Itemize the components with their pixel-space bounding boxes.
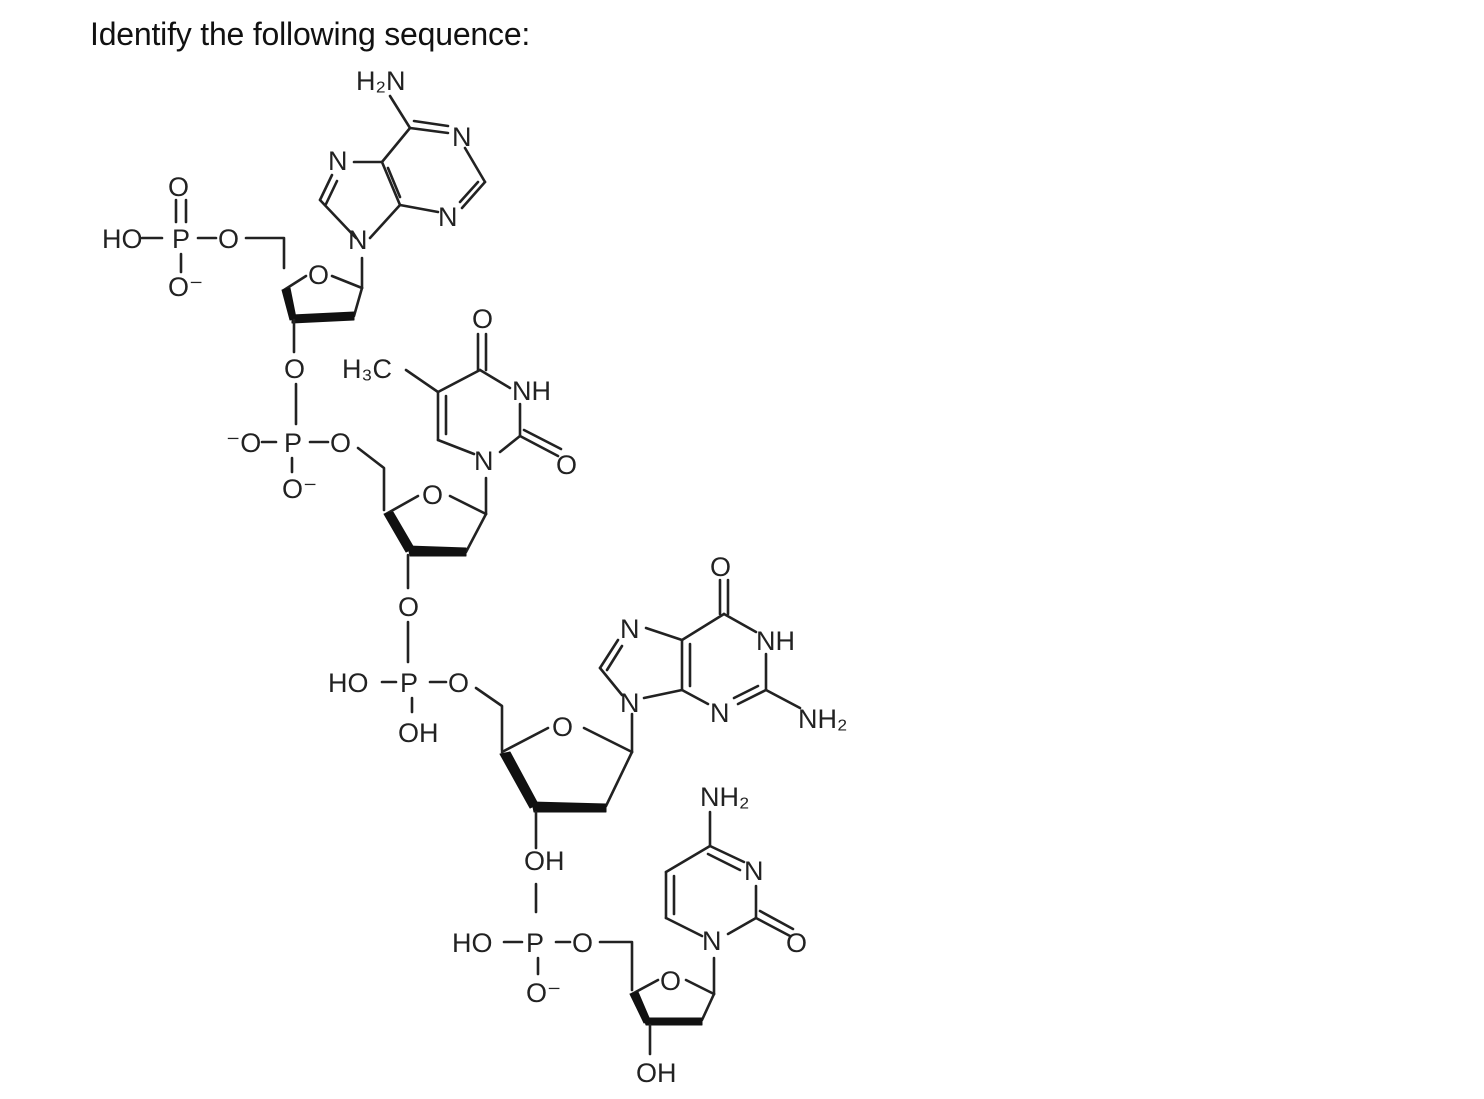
imine-label: NH [512, 376, 551, 406]
carbonyl-oxygen-label: O [710, 552, 731, 582]
nitrogen-label: N [744, 856, 764, 886]
amine-label: NH₂ [700, 782, 749, 812]
nitrogen-label: N [710, 698, 730, 728]
nitrogen-label: N [474, 446, 494, 476]
hydroxyl-label: HO [452, 928, 493, 958]
question-text: Identify the following sequence: [90, 16, 531, 52]
nitrogen-label: N [452, 122, 472, 152]
oxygen-label: O [398, 592, 419, 622]
methyl-label: H₃C [342, 354, 392, 384]
ring-oxygen-label: O [660, 966, 681, 996]
carbonyl-oxygen-label: O [556, 450, 577, 480]
anion-oxygen-label: ⁻O [226, 428, 261, 458]
phosphorus-label: P [172, 224, 190, 254]
bond-lines [140, 94, 802, 1056]
amine-label: NH₂ [798, 704, 847, 734]
oxygen-label: O [284, 354, 305, 384]
hydroxyl-label: OH [524, 846, 565, 876]
hydroxyl-label: OH [398, 718, 439, 748]
nitrogen-label: N [348, 225, 368, 255]
hydroxyl-label: OH [636, 1058, 677, 1088]
oxygen-label: O [448, 668, 469, 698]
phosphorus-label: P [284, 428, 302, 458]
oxide-anion-label: O⁻ [282, 474, 317, 504]
nitrogen-label: N [702, 926, 722, 956]
oxide-anion-label: O⁻ [168, 272, 203, 302]
hydroxyl-label: HO [102, 224, 143, 254]
oxygen-label: O [218, 224, 239, 254]
ring-oxygen-label: O [308, 260, 329, 290]
oxide-anion-label: O⁻ [526, 978, 561, 1008]
nitrogen-label: N [620, 614, 640, 644]
oxygen-label: O [330, 428, 351, 458]
imine-label: NH [756, 626, 795, 656]
ring-oxygen-label: O [552, 712, 573, 742]
hydroxyl-label: HO [328, 668, 369, 698]
oxygen-label: O [572, 928, 593, 958]
nitrogen-label: N [438, 202, 458, 232]
phosphorus-label: P [526, 928, 544, 958]
nitrogen-label: N [620, 688, 640, 718]
ring-oxygen-label: O [422, 480, 443, 510]
oxygen-label: O [168, 172, 189, 202]
phosphorus-label: P [400, 668, 418, 698]
atom-labels: HO P O O O⁻ O N N N N H₂N O ⁻O P O O⁻ O … [102, 66, 847, 1088]
carbonyl-oxygen-label: O [472, 304, 493, 334]
nitrogen-label: N [328, 146, 348, 176]
amine-label: H₂N [356, 66, 405, 96]
carbonyl-oxygen-label: O [786, 928, 807, 958]
